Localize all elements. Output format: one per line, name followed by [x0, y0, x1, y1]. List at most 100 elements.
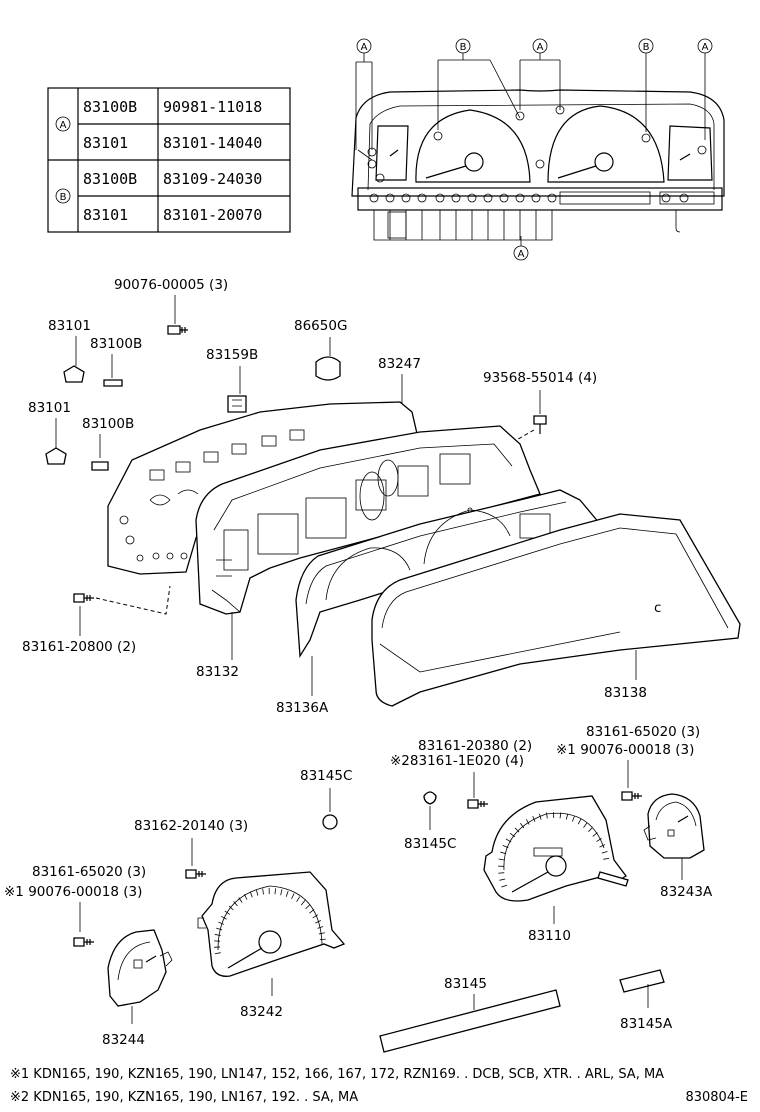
dial-tick [274, 888, 276, 895]
screw-83162-20140: 83162-20140 (3) [134, 818, 248, 879]
dial-tick [500, 851, 507, 855]
part-label: 83100B [82, 416, 134, 432]
footnote: ※2 KDN165, 190, KZN165, 190, LN167, 192.… [10, 1090, 358, 1105]
dial-tick [233, 901, 238, 907]
part-label: 83145 [444, 976, 487, 992]
dial-tick [499, 878, 506, 881]
dial-tick [312, 914, 318, 919]
dial-tick [285, 890, 289, 897]
part-label: 90076-00005 (3) [114, 277, 228, 293]
dial-tick [502, 844, 509, 849]
part-label: 83100B [90, 336, 142, 352]
dial-tick [599, 844, 606, 848]
dial-tick [318, 932, 325, 935]
part-label: 83145A [620, 1016, 673, 1032]
diagram-code: 830804-E [685, 1090, 748, 1105]
dial-tick [296, 896, 301, 902]
part-label: 83161-20380 (2) [418, 738, 532, 754]
part-label: 83110 [528, 928, 571, 944]
dial-tick [509, 832, 516, 838]
dial-tick [228, 905, 234, 911]
dial-tick [300, 900, 306, 906]
callout-letter: B [643, 42, 650, 53]
dial-tick [262, 888, 264, 895]
screw-83161-65020-right: 83161-65020 (3) ※1 90076-00018 (3) [556, 724, 700, 801]
part-label: 83161-65020 (3) [586, 724, 700, 740]
case-83132: 83132 [195, 425, 541, 680]
callout-letter: A [702, 42, 709, 53]
part-label: 93568-55014 (4) [483, 370, 597, 386]
table-cell: 83101-14040 [163, 134, 262, 152]
table-cell: 83109-24030 [163, 170, 262, 188]
part-label: 86650G [294, 318, 347, 334]
part-label: 83145C [300, 768, 352, 784]
gauge-83110: 83110 [483, 795, 629, 944]
dial-tick [505, 838, 512, 843]
strip-83145: 83145 [379, 976, 561, 1053]
reference-table: A B 83100B 90981-11018 83101 83101-14040… [47, 87, 291, 233]
dial-tick [309, 909, 315, 914]
dial-tick [255, 889, 259, 896]
dial-tick [532, 816, 536, 822]
table-key-a: A [60, 120, 67, 131]
dial-tick [559, 812, 562, 819]
part-label: 83159B [206, 347, 258, 363]
screw-90076-00005: 90076-00005 (3) [114, 277, 228, 335]
table-cell: 83100B [83, 170, 137, 188]
callout-b-icon [55, 188, 71, 204]
dial-tick [216, 927, 223, 931]
dial-tick [243, 894, 248, 900]
bulb-socket-lower: 83101 83100B [28, 400, 134, 471]
callout-letter: A [361, 42, 368, 53]
dial-tick [218, 921, 225, 925]
dial-tick [249, 891, 253, 898]
connector-83159b: 83159B [206, 347, 258, 413]
svg-text:c: c [654, 600, 661, 616]
table-cell: 83101-20070 [163, 206, 262, 224]
dial-tick [315, 920, 321, 924]
gauge-83244: 83244 [102, 929, 173, 1048]
part-label: 83138 [604, 685, 647, 701]
dial-tick [319, 938, 326, 941]
callout-letter: A [518, 249, 525, 260]
footnote: ※1 KDN165, 190, KZN165, 190, LN147, 152,… [10, 1067, 664, 1082]
part-label: 83101 [28, 400, 71, 416]
part-label: ※1 90076-00018 (3) [4, 884, 142, 900]
dial-tick [571, 815, 575, 822]
part-label: 83247 [378, 356, 421, 372]
glass-83138: c 83138 [371, 513, 741, 707]
screw-83161-20800: 83161-20800 (2) [22, 585, 171, 655]
dial-tick [565, 813, 569, 820]
part-label: 83136A [276, 700, 329, 716]
part-label: 83132 [196, 664, 239, 680]
part-label: 83244 [102, 1032, 145, 1048]
table-cell: 83101 [83, 206, 128, 224]
dial-tick [577, 818, 582, 825]
part-label: 83242 [240, 1004, 283, 1020]
part-label: ※283161-1E020 (4) [390, 753, 524, 769]
socket-row [369, 193, 689, 203]
screw-83161-65020-left: 83161-65020 (3) ※1 90076-00018 (3) [4, 864, 146, 947]
dial-tick [305, 904, 311, 910]
table-cell: 83101 [83, 134, 128, 152]
dial-tick [238, 897, 243, 903]
callout-a-icon [55, 116, 71, 132]
dial-tick [214, 934, 221, 936]
table-key-b: B [60, 192, 67, 203]
dial-tick [224, 910, 230, 915]
dial-tick [514, 827, 520, 833]
dial-tick [214, 952, 221, 955]
dial-tick [546, 812, 548, 819]
screw-83161-20380: 83161-20380 (2) ※283161-1E020 (4) [390, 738, 532, 809]
dial-tick [280, 889, 283, 896]
dial-tick [525, 819, 530, 825]
buzzer-86650g: 86650G [294, 318, 347, 381]
gauge-83243a: 83243A [643, 793, 713, 900]
part-label: 83161-20800 (2) [22, 639, 136, 655]
cap-83145c: 83145C 83145C [300, 768, 456, 852]
dial-tick [520, 822, 525, 829]
plate-83136a: 83136A [276, 489, 602, 716]
dial-tick [501, 884, 508, 888]
part-label: 83243A [660, 884, 713, 900]
